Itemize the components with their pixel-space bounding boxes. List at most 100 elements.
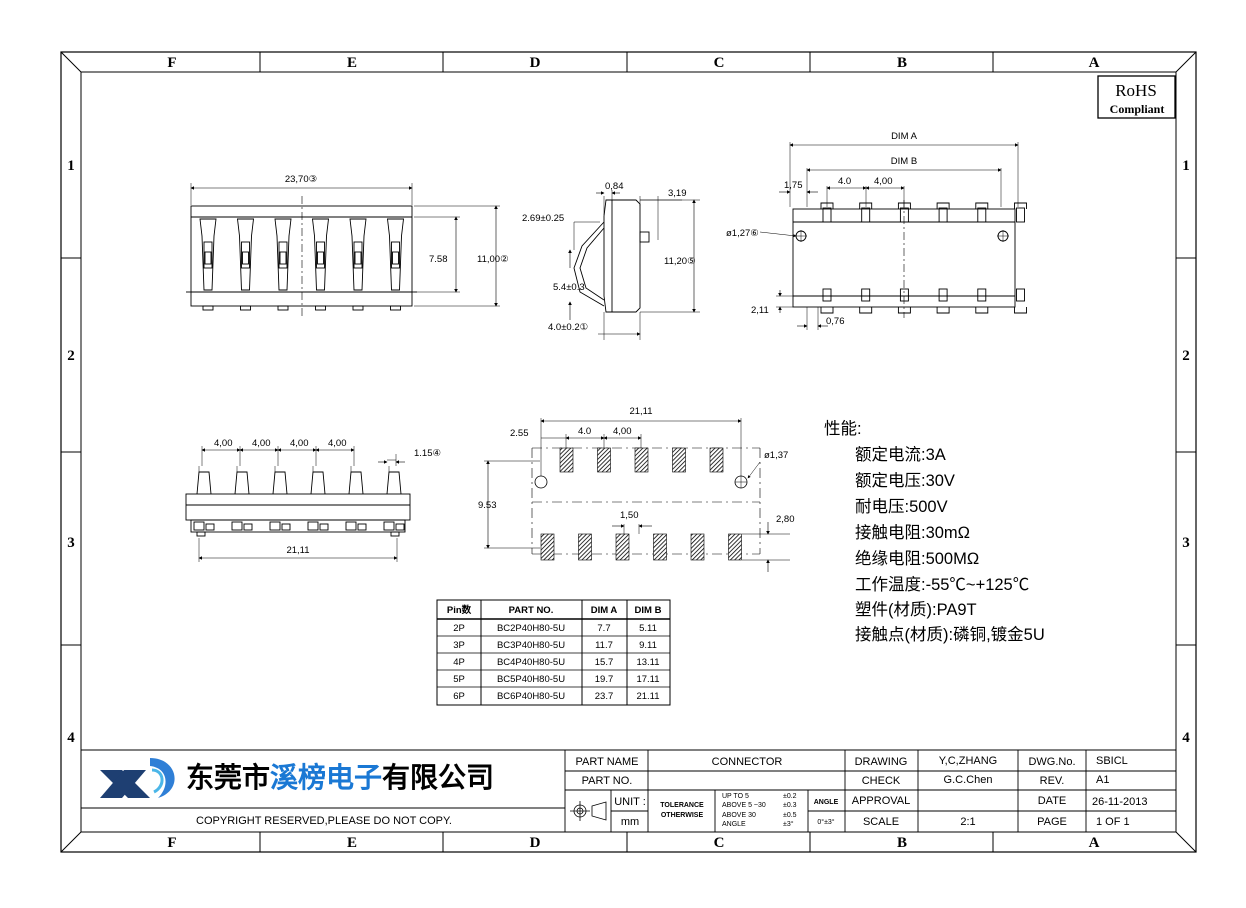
zone-row: 4: [1182, 730, 1190, 746]
pcb-pad: [540, 533, 555, 561]
table-cell: 5.11: [639, 623, 657, 634]
pin-top-inner: [938, 207, 948, 223]
zone-row: 2: [1182, 348, 1190, 364]
table-header: DIM A: [591, 605, 618, 616]
pin-bottom: [975, 307, 989, 314]
spec-line: 耐电压:500V: [855, 497, 948, 516]
dim-label: 1,75: [784, 180, 803, 191]
pin-top: [859, 202, 873, 209]
terminal: [281, 523, 291, 531]
table-cell: 6P: [453, 691, 465, 702]
terminal: [345, 521, 357, 531]
switch-terminal: [240, 305, 251, 311]
pin-bottom: [820, 307, 834, 314]
tolerance-label: TOLERANCE: [660, 802, 704, 809]
pin-top: [936, 202, 950, 209]
angle-value: 0°±3°: [817, 818, 834, 826]
dim-label: 4,00: [214, 438, 233, 449]
tolerance-value: ±0.2: [783, 793, 797, 800]
switch-knob: [392, 251, 399, 265]
dim-label: 4,00: [328, 438, 347, 449]
actuator: [386, 471, 402, 495]
drawing-value: Y,C,ZHANG: [939, 755, 997, 767]
switch-slot: [353, 241, 363, 269]
table-cell: BC3P40H80-5U: [497, 640, 565, 651]
dim-label: 4,00: [252, 438, 271, 449]
top-view: [186, 183, 500, 316]
pcb-layout: [484, 418, 790, 572]
pin-top-inner: [977, 207, 987, 223]
switch-slot: [278, 241, 288, 269]
scale-value: 2:1: [960, 816, 975, 828]
rev-label: REV.: [1040, 775, 1065, 787]
actuator: [348, 471, 364, 495]
table-cell: 5P: [453, 674, 465, 685]
switch-outline: [349, 218, 367, 291]
spec-line: 接触电阻:30mΩ: [855, 523, 970, 542]
dim-label: 21,11: [629, 406, 652, 417]
pin-bottom-inner: [822, 288, 832, 302]
zone-col: B: [897, 55, 907, 71]
dim-label: 3,19: [668, 188, 687, 199]
dim-label: 2.69±0.25: [522, 213, 564, 224]
switch-terminal: [352, 305, 364, 311]
zone-row: 1: [67, 158, 75, 174]
terminal: [319, 523, 329, 531]
rev-value: A1: [1096, 774, 1109, 786]
table-cell: BC6P40H80-5U: [497, 691, 565, 702]
table-cell: 11.7: [595, 640, 613, 651]
terminal: [357, 523, 367, 531]
side-view: [568, 190, 700, 340]
spec-line: 绝缘电阻:500MΩ: [855, 549, 979, 568]
switch-outline: [311, 218, 330, 291]
dim-label: DIM B: [891, 156, 917, 167]
front-view: [185, 446, 411, 562]
dim-label: 0,76: [826, 316, 845, 327]
tolerance-range: ABOVE 5 ~30: [722, 802, 766, 809]
dim-label: 0,84: [605, 181, 624, 192]
table-cell: 7.7: [597, 623, 610, 634]
terminal: [307, 521, 319, 531]
specifications: 性能: 额定电流:3A 额定电压:30V 耐电压:500V 接触电阻:30mΩ …: [824, 419, 1045, 644]
pcb-pad: [690, 533, 705, 561]
zone-col: C: [714, 835, 725, 851]
spec-line: 塑件(材质):PA9T: [855, 600, 977, 619]
pin-bottom: [897, 307, 911, 314]
company-name: 东莞市溪榜电子有限公司: [186, 761, 494, 793]
actuator: [272, 471, 288, 495]
switch-slot: [316, 241, 325, 269]
switch-knob: [354, 251, 362, 265]
dim-label: 11,00②: [477, 254, 509, 265]
table-cell: 15.7: [595, 657, 614, 668]
switch-knob: [242, 251, 249, 265]
table-cell: 4P: [453, 657, 465, 668]
dim-label: 5.4±0.3: [553, 282, 585, 293]
dim-label: 9.53: [478, 500, 497, 511]
spec-title: 性能:: [824, 419, 862, 438]
dim-label: 4.0: [578, 426, 591, 437]
pin-bottom-inner: [899, 288, 909, 302]
zone-row: 3: [67, 535, 75, 551]
page-label: PAGE: [1037, 816, 1067, 828]
table-cell: 23.7: [595, 691, 614, 702]
copyright-notice: COPYRIGHT RESERVED,PLEASE DO NOT COPY.: [196, 815, 452, 827]
dwg-no-value: SBICL: [1096, 755, 1128, 767]
zone-col: D: [530, 835, 541, 851]
zone-col: D: [530, 55, 541, 71]
zone-col: B: [897, 835, 907, 851]
part-name-value: CONNECTOR: [712, 756, 783, 768]
date-label: DATE: [1038, 795, 1067, 807]
dim-label: 11,20⑤: [664, 256, 696, 267]
dim-label: 4,00: [874, 176, 893, 187]
dim-label: 2,11: [751, 305, 769, 316]
zone-col: A: [1089, 835, 1100, 851]
tolerance-range: ANGLE: [722, 821, 746, 828]
terminal: [205, 523, 215, 531]
zone-labels: F E D C B A F E D C B A 1 2 3 4 1 2 3 4: [67, 55, 1190, 851]
company-logo-icon: [100, 758, 175, 798]
pin-top: [975, 202, 989, 209]
spec-line: 额定电压:30V: [855, 471, 955, 490]
dim-label: DIM A: [891, 131, 918, 142]
zone-col: F: [167, 835, 176, 851]
